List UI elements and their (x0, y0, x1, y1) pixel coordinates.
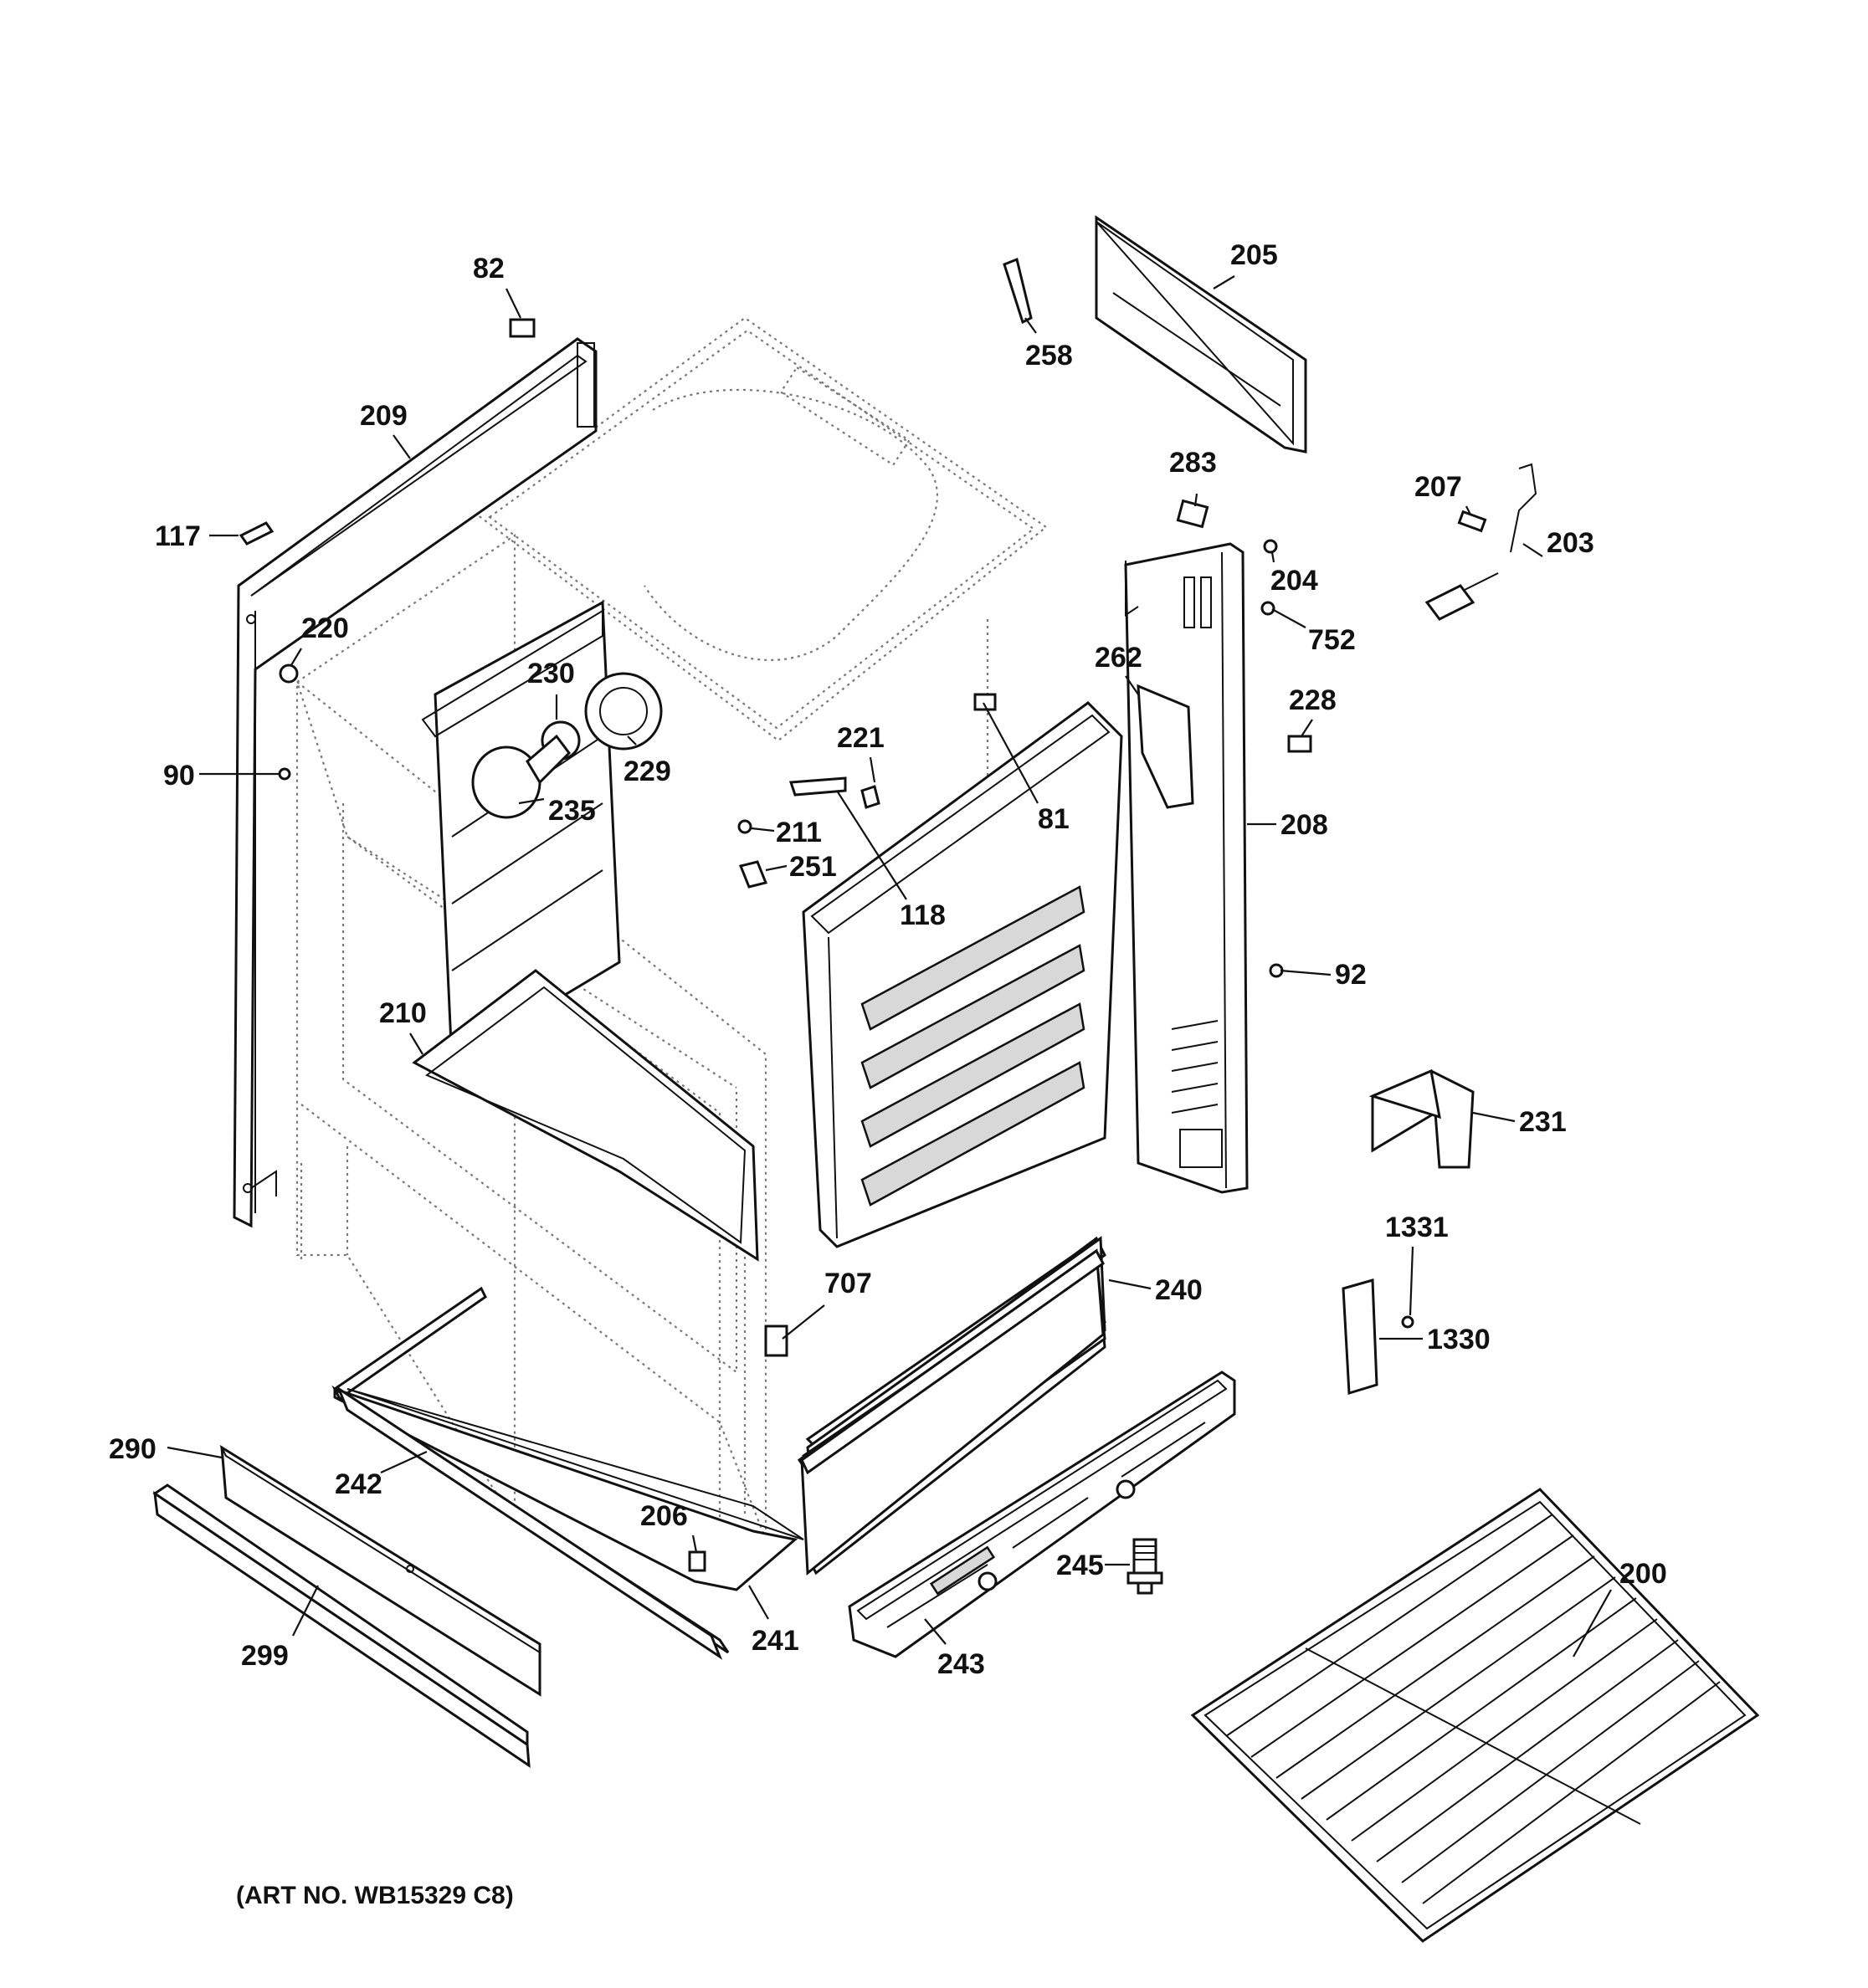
callout-235: 235 (548, 795, 596, 827)
callout-118: 118 (900, 899, 946, 931)
bottom-panel-241 (333, 1286, 804, 1591)
callout-200: 200 (1619, 1558, 1667, 1590)
bracket-1330 (1342, 1278, 1414, 1395)
art-number: (ART NO. WB15329 C8) (236, 1882, 514, 1909)
callout-258: 258 (1025, 340, 1073, 371)
callout-209: 209 (360, 400, 408, 432)
callout-92: 92 (1335, 959, 1367, 991)
callout-211: 211 (776, 817, 822, 848)
callout-208: 208 (1280, 809, 1328, 841)
oven-front-frame (802, 701, 1123, 1248)
front-trim-242 (331, 1385, 730, 1660)
callout-205: 205 (1230, 239, 1278, 271)
callout-251: 251 (789, 851, 837, 883)
callout-labels: 82 205 258 209 283 207 203 117 204 220 2… (109, 239, 1667, 1909)
callout-220: 220 (301, 612, 349, 644)
callout-82: 82 (473, 253, 505, 284)
drawer-243 (848, 1371, 1236, 1658)
callout-242: 242 (335, 1468, 382, 1500)
callout-207: 207 (1414, 471, 1462, 503)
callout-203: 203 (1547, 527, 1594, 559)
callout-241: 241 (752, 1625, 799, 1657)
callout-245: 245 (1056, 1550, 1104, 1581)
leveling-leg-245 (1126, 1538, 1163, 1595)
callout-1330: 1330 (1427, 1324, 1491, 1355)
callout-283: 283 (1169, 447, 1217, 479)
callout-90: 90 (163, 760, 195, 792)
oven-light-assembly (471, 672, 663, 819)
callout-210: 210 (379, 997, 427, 1029)
callout-117: 117 (155, 520, 201, 552)
oven-rack-200 (1190, 1488, 1760, 1943)
bracket-231 (1368, 1068, 1475, 1169)
callout-81: 81 (1038, 803, 1070, 835)
callout-243: 243 (937, 1648, 985, 1680)
oven-cavity (412, 600, 759, 1262)
callout-752: 752 (1308, 624, 1356, 656)
right-side-panel-208 (1124, 542, 1249, 1194)
callout-290: 290 (109, 1433, 157, 1465)
callout-206: 206 (640, 1500, 688, 1532)
trim-strip-299 (152, 1483, 531, 1768)
callout-299: 299 (241, 1640, 289, 1672)
storage-drawer-body (800, 1248, 1105, 1576)
callout-707: 707 (824, 1268, 872, 1299)
callout-230: 230 (527, 658, 575, 689)
callout-240: 240 (1155, 1274, 1203, 1306)
callout-1331: 1331 (1385, 1212, 1449, 1243)
callout-204: 204 (1270, 565, 1318, 597)
side-panel-209 (233, 337, 598, 1228)
small-hardware-parts (239, 257, 1537, 978)
leader-lines (167, 275, 1612, 1658)
callout-262: 262 (1095, 642, 1142, 674)
callout-221: 221 (837, 722, 885, 754)
screw-206 (688, 1550, 706, 1572)
backsplash-205 (1095, 215, 1307, 453)
callout-231: 231 (1519, 1106, 1567, 1138)
kick-panel-290 (219, 1445, 541, 1697)
callout-228: 228 (1289, 684, 1337, 716)
callout-229: 229 (624, 756, 671, 787)
